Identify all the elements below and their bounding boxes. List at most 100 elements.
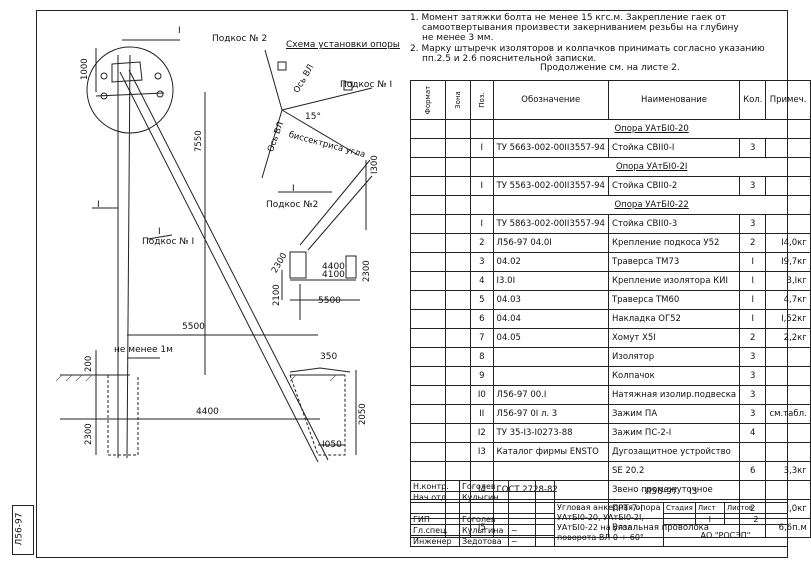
col-note: Примеч. — [765, 80, 811, 120]
stamp-sheets-label: Листов — [723, 502, 789, 514]
cell-note: см.табл. — [765, 404, 811, 424]
cell-note: I,52кг — [765, 309, 811, 329]
cell-zone — [445, 176, 472, 196]
cell-zone — [445, 252, 472, 272]
cell-designation: 04.05 — [492, 328, 609, 348]
cell-pos: 5 — [470, 290, 494, 310]
stamp-role: Н.контр. — [410, 480, 460, 492]
cell-designation: 04.03 — [492, 290, 609, 310]
cell-note — [765, 347, 811, 367]
dim-1000: 1000 — [80, 58, 90, 80]
cell-pos: I — [470, 176, 494, 196]
cell-name: Зажим ПС-2-I — [607, 423, 741, 443]
cell-zone — [445, 290, 472, 310]
cell-format — [409, 290, 447, 310]
cell-pos: I2 — [470, 423, 494, 443]
cell-designation: Л56-97 0I л. 3 — [492, 404, 609, 424]
cell-designation — [492, 347, 609, 367]
cell-note — [765, 214, 811, 234]
dim-1300: I300 — [370, 155, 380, 174]
stamp-person: Кулыгин — [459, 491, 509, 503]
cell-zone — [445, 404, 472, 424]
stamp-stage-label: Стадия — [663, 502, 696, 514]
continuation-note: Продолжение см. на листе 2. — [540, 63, 680, 73]
cell-qty: I — [739, 290, 767, 310]
dim-4400: 4400 — [196, 407, 219, 417]
cell-note — [765, 423, 811, 443]
section-title: Опора УАтБI0-2I — [492, 157, 811, 177]
cell-format — [409, 176, 447, 196]
label-podkos-n2: Подкос №2 — [266, 200, 319, 210]
label-podkos-2: Подкос № 2 — [212, 34, 268, 44]
note-1-line-2: самоотвертывания произвести закернивание… — [422, 23, 739, 33]
cell-format — [409, 138, 447, 158]
cell-zone — [445, 366, 472, 386]
cell-format — [409, 233, 447, 253]
cell-qty: I — [739, 309, 767, 329]
dim-2050: 2050 — [358, 403, 368, 425]
cell-name: Колпачок — [607, 366, 741, 386]
dim-200: 200 — [84, 355, 94, 372]
cell-note: 4,7кг — [765, 290, 811, 310]
dim-1050: I050 — [322, 440, 342, 450]
stamp-person: Гоголев — [459, 513, 509, 525]
label-podkos-1-top: Подкос № I — [340, 80, 393, 90]
stamp-title: Угловая анкерная опора УАтБI0-20, УАтБI0… — [554, 502, 664, 547]
cell-name: Зажим ПА — [607, 404, 741, 424]
note-1-line-3: не менее 3 мм. — [422, 33, 494, 43]
cell-zone — [445, 138, 472, 158]
cell-zone — [445, 385, 472, 405]
cell-designation: Каталог фирмы ENSTO — [492, 442, 609, 462]
cell-name: Накладка ОГ52 — [607, 309, 741, 329]
cell-pos — [470, 461, 494, 481]
dim-7550: 7550 — [194, 130, 204, 152]
cell-pos: I3 — [470, 442, 494, 462]
label-view-I-top: I — [178, 26, 181, 36]
cell-qty: I — [739, 252, 767, 272]
cell-zone — [445, 233, 472, 253]
cell-name: Хомут Х5I — [607, 328, 741, 348]
col-zone: Зона — [445, 80, 472, 120]
cell-designation: ТУ 35-I3-I0273-88 — [492, 423, 609, 443]
cell-format — [409, 442, 447, 462]
cell-designation: ТУ 5863-002-00II3557-94 — [492, 214, 609, 234]
cell-note: 2,2кг — [765, 328, 811, 348]
cell-zone — [445, 214, 472, 234]
cell-format — [409, 404, 447, 424]
cell-name: Траверса ТМ60 — [607, 290, 741, 310]
cell-qty: 3 — [739, 385, 767, 405]
side-archive-tag: Л56-97 — [12, 505, 34, 555]
cell-format — [409, 214, 447, 234]
dim-detail-4400: 4400 — [322, 262, 345, 272]
cell-qty: 3 — [739, 214, 767, 234]
dim-nemenee: не менее 1м — [114, 345, 173, 355]
cell-format — [409, 423, 447, 443]
cell-name: Натяжная изолир.подвеска — [607, 385, 741, 405]
label-view-I-mid: I — [292, 184, 295, 194]
cell-name: SE 20.2 — [607, 461, 741, 481]
stamp-doc-code: Л56-97 I3 — [554, 480, 788, 503]
pole-right-edge — [126, 54, 131, 459]
cell-format — [409, 461, 447, 481]
stamp-person: Зедотова — [459, 535, 509, 547]
cell-note: I4,0кг — [765, 233, 811, 253]
cell-designation: Л56-97 04.0I — [492, 233, 609, 253]
label-scheme-title: Схема установки опоры — [286, 40, 400, 50]
stamp-person: Кулыгина — [459, 524, 509, 536]
cell-format — [409, 328, 447, 348]
cell-zone — [445, 423, 472, 443]
cell-pos: 2 — [470, 233, 494, 253]
head-detail-circle — [86, 46, 174, 134]
cell-zone — [445, 461, 472, 481]
stamp-role: Нач.отд. — [410, 491, 460, 503]
cell-name: Крепление подкоса У52 — [607, 233, 741, 253]
